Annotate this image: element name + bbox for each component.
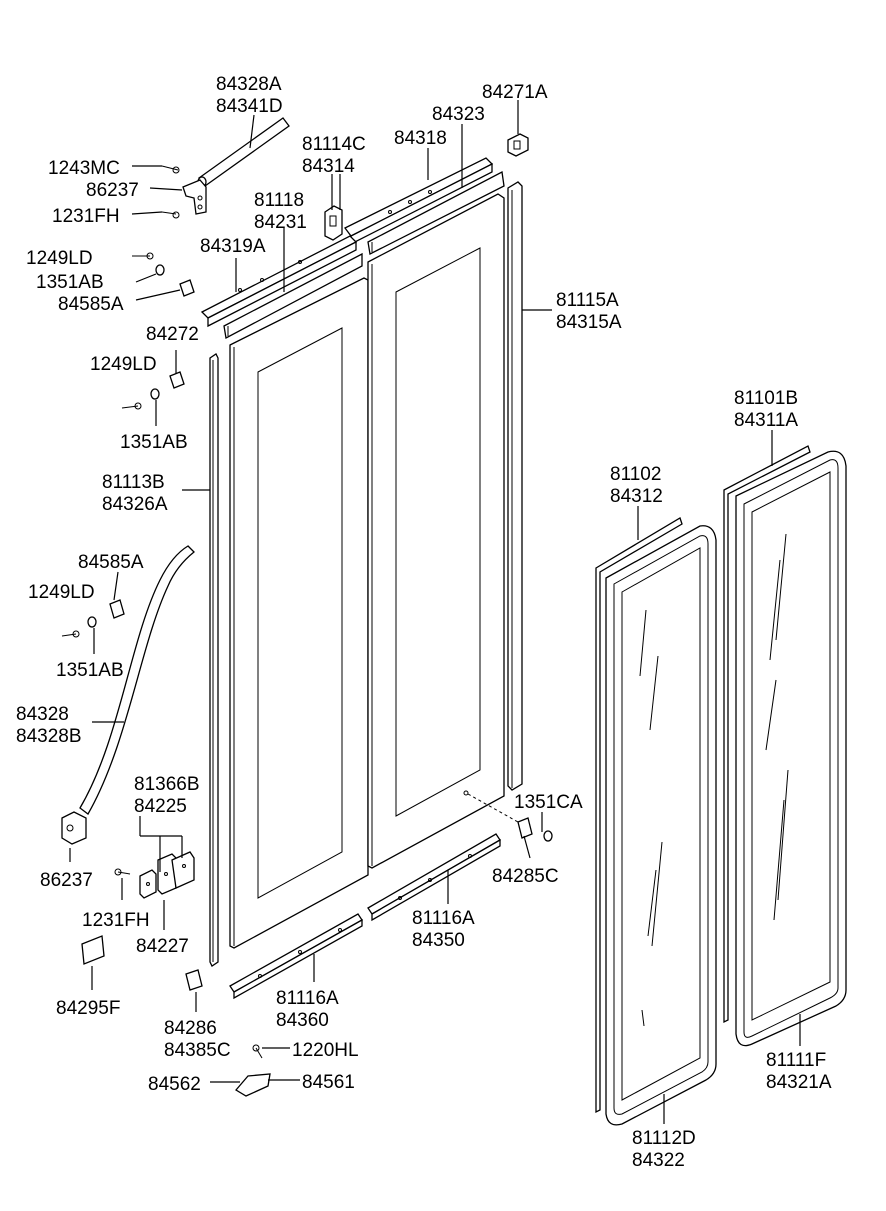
- glass-panel-rear: [723, 445, 847, 1047]
- label-84385C: 84385C: [164, 1040, 231, 1061]
- label-81116A-lower: 81116A: [276, 988, 339, 1009]
- label-81111F: 81111F: [766, 1050, 826, 1071]
- label-81114C: 81114C: [302, 134, 366, 155]
- label-84322: 84322: [632, 1150, 685, 1171]
- upper-rail-left: [200, 235, 363, 339]
- label-84295F: 84295F: [56, 998, 120, 1019]
- label-84231: 84231: [254, 212, 307, 233]
- label-1231FH-top: 1231FH: [52, 206, 120, 227]
- label-1351AB-2: 1351AB: [120, 432, 188, 453]
- label-84328A: 84328A: [216, 74, 282, 95]
- label-84286: 84286: [164, 1018, 217, 1039]
- label-84561: 84561: [302, 1072, 355, 1093]
- label-84328: 84328: [16, 704, 69, 725]
- label-81102: 81102: [610, 464, 661, 485]
- side-grab-rod: [79, 545, 195, 815]
- label-1351CA: 1351CA: [514, 792, 583, 813]
- label-84271A: 84271A: [482, 82, 548, 103]
- label-1243MC: 1243MC: [48, 158, 120, 179]
- pad-84295F: [81, 935, 105, 965]
- lower-rail-right: [367, 833, 501, 922]
- label-84272: 84272: [146, 324, 199, 345]
- leader-lines: [69, 100, 801, 1124]
- right-jamb: [507, 181, 523, 791]
- label-86237-bottom: 86237: [40, 870, 93, 891]
- label-1249LD-3: 1249LD: [28, 582, 95, 603]
- label-84314: 84314: [302, 156, 355, 177]
- label-84350: 84350: [412, 930, 465, 951]
- label-84311A: 84311A: [734, 410, 798, 431]
- top-grab-rod: [197, 117, 290, 188]
- label-81113B: 81113B: [102, 472, 165, 493]
- label-84227: 84227: [136, 936, 189, 957]
- label-84585A-2: 84585A: [78, 552, 144, 573]
- label-84318: 84318: [394, 128, 447, 149]
- door-panel-left: [229, 277, 369, 949]
- rail-connector: [324, 205, 343, 241]
- label-81116A-upper: 81116A: [412, 908, 475, 929]
- label-84225: 84225: [134, 796, 187, 817]
- hinge-brackets: [139, 851, 195, 899]
- glass-panel-front: [595, 517, 717, 1126]
- label-84319A: 84319A: [200, 236, 266, 257]
- label-84315A: 84315A: [556, 312, 622, 333]
- label-84328B: 84328B: [16, 726, 82, 747]
- label-84326A: 84326A: [102, 494, 168, 515]
- label-84360: 84360: [276, 1010, 329, 1031]
- label-1249LD-1: 1249LD: [26, 248, 93, 269]
- lower-rod-bracket: [61, 811, 87, 845]
- label-84285C: 84285C: [492, 866, 559, 887]
- upper-rail-right: [344, 157, 505, 255]
- label-1351AB-1: 1351AB: [36, 272, 104, 293]
- label-84312: 84312: [610, 486, 663, 507]
- label-1231FH-bottom: 1231FH: [82, 910, 150, 931]
- label-81115A: 81115A: [556, 290, 619, 311]
- label-84562: 84562: [148, 1074, 201, 1095]
- label-81366B: 81366B: [134, 774, 200, 795]
- left-jamb: [209, 353, 219, 967]
- upper-rod-bracket: [161, 165, 207, 219]
- label-84585A-1: 84585A: [58, 294, 124, 315]
- part-number-labels: 84328A 84341D 84271A 84323 81114C 84318 …: [16, 74, 832, 1171]
- label-81101B: 81101B: [734, 388, 798, 409]
- label-86237-top: 86237: [86, 180, 139, 201]
- label-81112D: 81112D: [632, 1128, 696, 1149]
- door-panel-right: [367, 193, 505, 869]
- label-1351AB-3: 1351AB: [56, 660, 124, 681]
- label-84341D: 84341D: [216, 96, 283, 117]
- label-81118: 81118: [254, 190, 304, 211]
- label-84323: 84323: [432, 104, 485, 125]
- end-cap: [507, 133, 529, 157]
- rollers-and-screws: [61, 252, 553, 1097]
- label-1249LD-2: 1249LD: [90, 354, 157, 375]
- label-1220HL: 1220HL: [292, 1040, 359, 1061]
- label-84321A: 84321A: [766, 1072, 832, 1093]
- lower-rail-left: [229, 913, 363, 1000]
